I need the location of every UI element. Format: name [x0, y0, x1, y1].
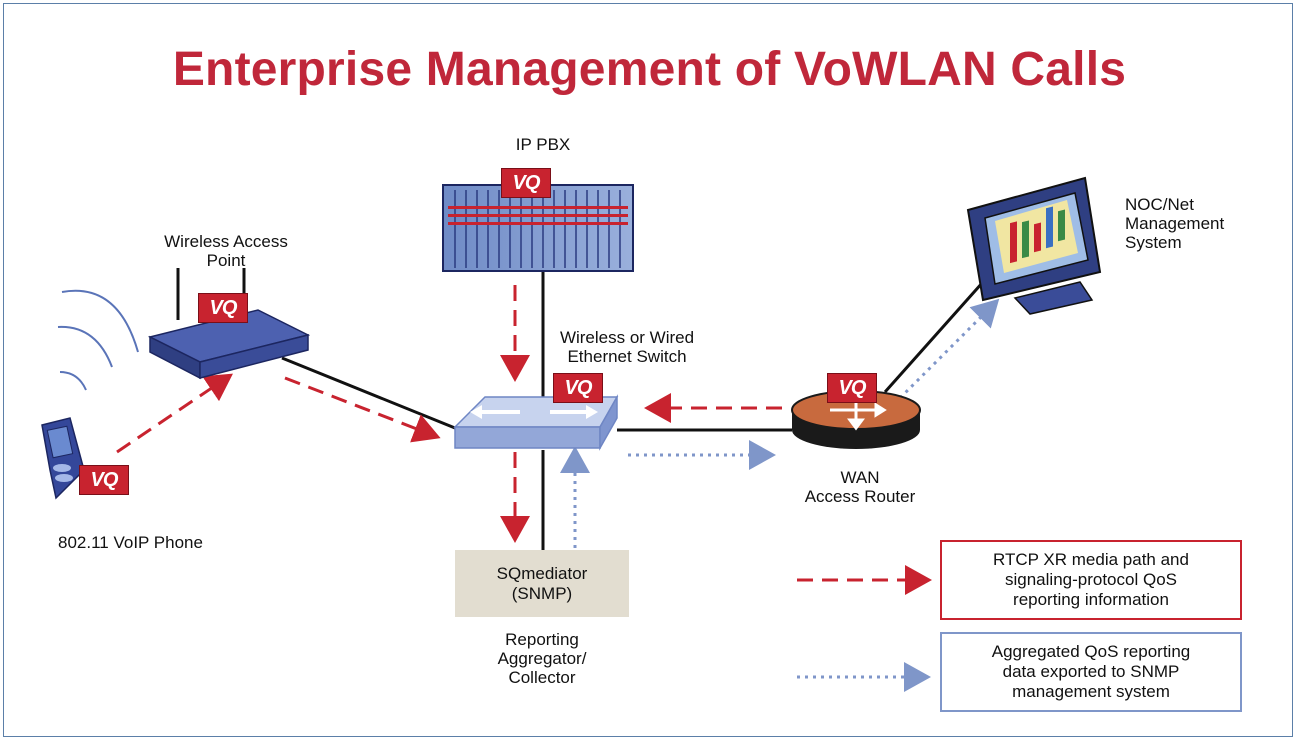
- legend-snmp-box: Aggregated QoS reporting data exported t…: [940, 632, 1242, 712]
- label-phone: 802.11 VoIP Phone: [58, 533, 203, 552]
- router-icon: [791, 390, 921, 449]
- label-aggregator: Reporting Aggregator/ Collector: [497, 630, 587, 687]
- sqmediator-box: SQmediator (SNMP): [455, 550, 629, 617]
- label-switch: Wireless or Wired Ethernet Switch: [559, 328, 695, 366]
- arrow-router-to-noc: [898, 298, 1000, 400]
- label-ip-pbx: IP PBX: [515, 135, 571, 154]
- monitor-icon: [966, 176, 1102, 315]
- label-router: WAN Access Router: [804, 468, 916, 506]
- vq-badge-router: VQ: [827, 373, 877, 403]
- arrow-phone-to-ap: [116, 373, 233, 454]
- label-access-point: Wireless Access Point: [164, 232, 288, 270]
- switch-icon: [453, 394, 619, 451]
- pbx-icon: [442, 184, 634, 272]
- snmp-arrows: [560, 298, 1000, 692]
- arrow-ap-to-switch: [284, 376, 441, 443]
- phone-icon: [41, 417, 85, 500]
- vq-badge-switch: VQ: [553, 373, 603, 403]
- label-noc: NOC/Net Management System: [1125, 195, 1225, 252]
- diagram-title: Enterprise Management of VoWLAN Calls: [172, 43, 1127, 96]
- access-point-icon: [147, 268, 311, 380]
- link-ap-switch: [281, 356, 456, 430]
- vq-badge-pbx: VQ: [501, 168, 551, 198]
- rtcp-arrows: [116, 285, 932, 595]
- vq-badge-phone: VQ: [79, 465, 129, 495]
- legend-rtcp-box: RTCP XR media path and signaling-protoco…: [940, 540, 1242, 620]
- vq-badge-ap: VQ: [198, 293, 248, 323]
- wireless-signal-icon: [57, 289, 139, 391]
- link-router-noc: [883, 281, 985, 393]
